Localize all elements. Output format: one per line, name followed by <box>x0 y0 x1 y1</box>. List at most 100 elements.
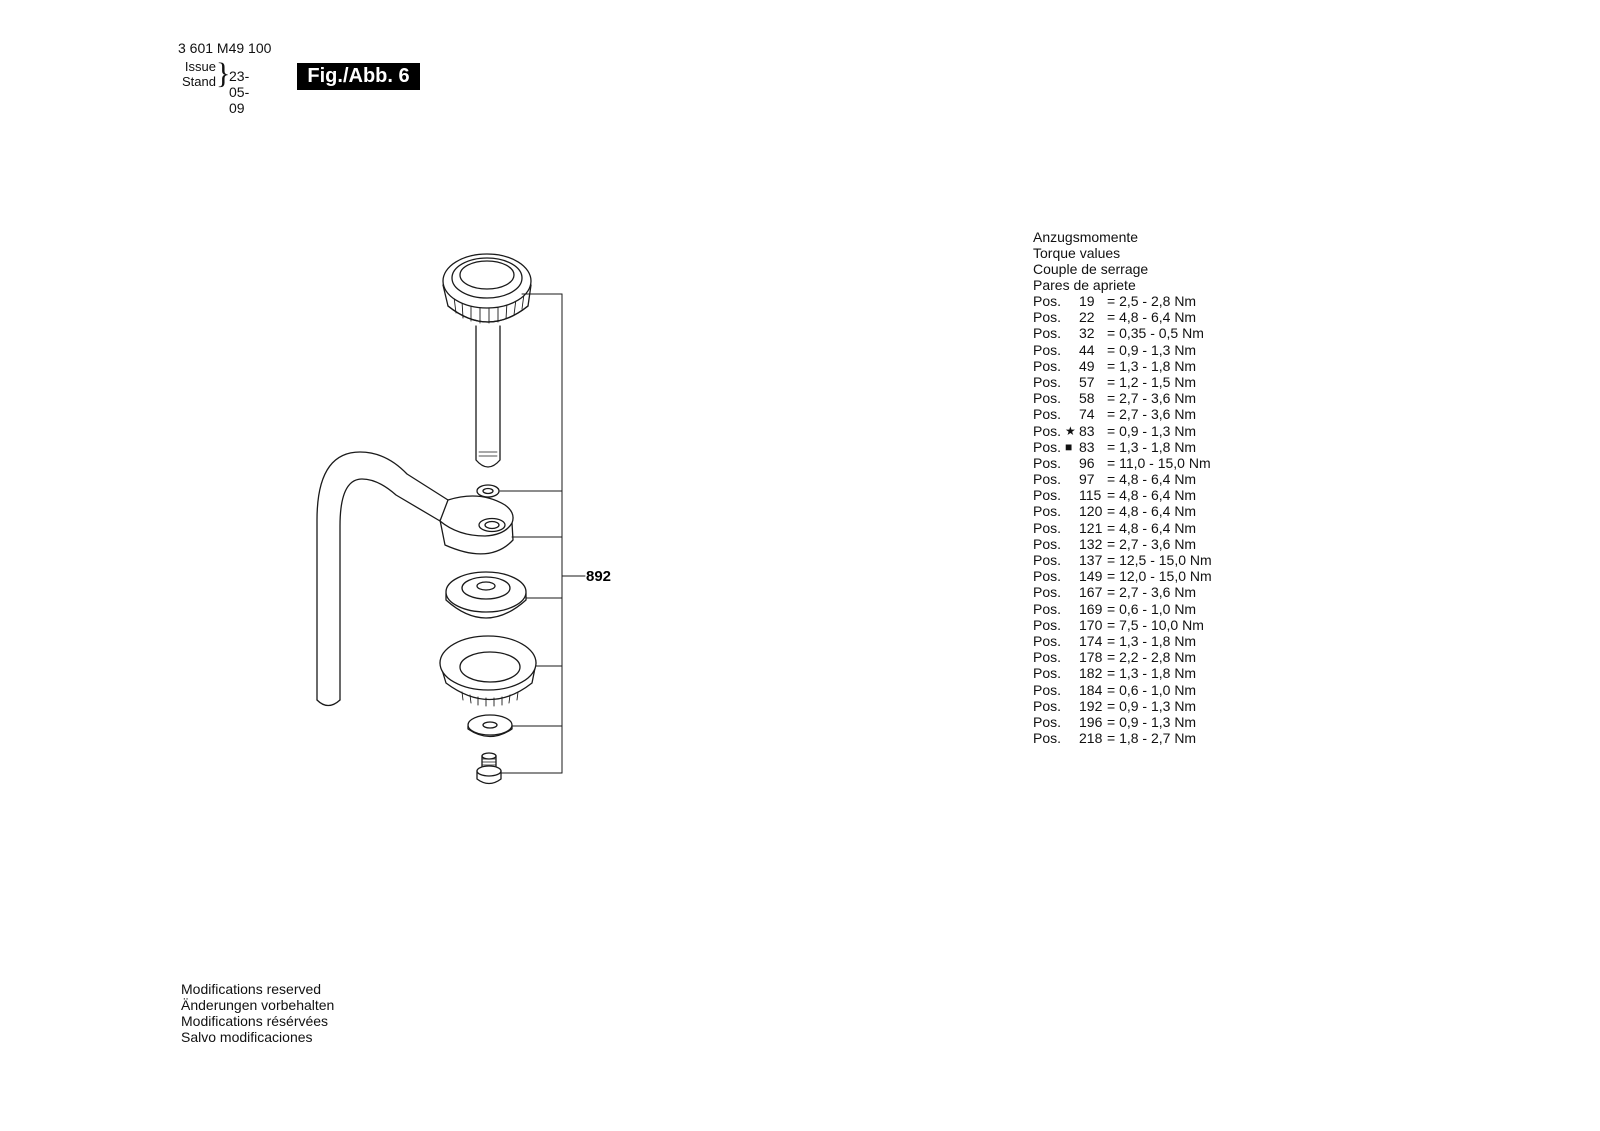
torque-value: = 0,9 - 1,3 Nm <box>1107 422 1197 439</box>
torque-position-number: 178 <box>1079 649 1103 666</box>
torque-position-number: 121 <box>1079 519 1103 536</box>
torque-row: Pos.174= 1,3 - 1,8 Nm <box>1033 632 1196 649</box>
modifications-line: Modifications reserved <box>181 981 322 997</box>
torque-value: = 0,9 - 1,3 Nm <box>1107 341 1197 358</box>
torque-pos-label: Pos. <box>1033 454 1062 471</box>
torque-position-number: 44 <box>1079 341 1095 358</box>
torque-pos-label: Pos. <box>1033 373 1062 390</box>
torque-value: = 4,8 - 6,4 Nm <box>1107 471 1197 488</box>
knurled-ring <box>439 635 537 707</box>
torque-position-number: 182 <box>1079 665 1103 682</box>
torque-position-number: 49 <box>1079 357 1095 374</box>
torque-position-number: 58 <box>1079 390 1095 407</box>
torque-row: Pos.178= 2,2 - 2,8 Nm <box>1033 649 1196 666</box>
torque-position-number: 184 <box>1079 681 1103 698</box>
torque-pos-label: Pos. <box>1033 632 1062 649</box>
issue-date: 23-05-09 <box>229 68 250 116</box>
large-washer <box>445 571 527 619</box>
torque-row: Pos.49= 1,3 - 1,8 Nm <box>1033 357 1196 374</box>
torque-position-number: 137 <box>1079 552 1103 568</box>
torque-position-number: 170 <box>1079 616 1103 633</box>
flat-washer <box>467 714 513 738</box>
torque-row: Pos. 74 = 2,7 - 3,6 Nm <box>1033 406 1196 423</box>
torque-position-number: 192 <box>1079 697 1103 714</box>
torque-value: = 0,9 - 1,3 Nm <box>1107 697 1197 714</box>
torque-pos-label: Pos. <box>1033 665 1062 682</box>
torque-row: Pos.32= 0,35 - 0,5 Nm <box>1033 325 1204 342</box>
modifications-line: Modifications résérvées <box>181 1013 329 1029</box>
torque-pos-label: Pos. <box>1033 730 1062 747</box>
torque-row: Pos.196= 0,9 - 1,3 Nm <box>1033 713 1196 730</box>
torque-position-number: 97 <box>1079 471 1095 488</box>
torque-heading-fr: Couple de serrage <box>1033 261 1149 277</box>
torque-value: = 2,7 - 3,6 Nm <box>1107 584 1197 601</box>
torque-position-number: 96 <box>1079 454 1095 471</box>
torque-value: = 4,8 - 6,4 Nm <box>1107 503 1197 520</box>
torque-position-number: 74 <box>1079 406 1095 423</box>
torque-pos-label: Pos. <box>1033 713 1062 730</box>
torque-position-number: 22 <box>1079 309 1095 326</box>
torque-row: Pos.184= 0,6 - 1,0 Nm <box>1033 681 1196 698</box>
torque-pos-label: Pos. <box>1033 357 1062 374</box>
torque-pos-label: Pos. <box>1033 341 1062 358</box>
torque-pos-label: Pos. <box>1033 406 1062 423</box>
stand-label: Stand <box>182 74 216 89</box>
torque-value: = 4,8 - 6,4 Nm <box>1107 487 1197 504</box>
issue-labels: Issue Stand <box>178 59 216 89</box>
torque-pos-label: Pos. <box>1033 309 1062 326</box>
modifications-line: Salvo modificaciones <box>181 1029 313 1045</box>
torque-row: Pos. 170= 7,5 - 10,0 Nm <box>1033 616 1204 633</box>
screw <box>476 752 502 785</box>
torque-value: = 7,5 - 10,0 Nm <box>1107 616 1204 633</box>
torque-row: Pos.182= 1,3 - 1,8 Nm <box>1033 665 1196 682</box>
torque-pos-label: Pos. <box>1033 697 1062 714</box>
torque-pos-label: Pos. <box>1033 600 1062 617</box>
torque-row: Pos. 97 = 4,8 - 6,4 Nm <box>1033 471 1196 488</box>
torque-pos-label: Pos. <box>1033 293 1062 309</box>
torque-row: Pos. 169= 0,6 - 1,0 Nm <box>1033 600 1196 617</box>
brace-icon: } <box>216 57 231 90</box>
torque-row: Pos.19= 2,5 - 2,8 Nm <box>1033 293 1196 309</box>
torque-value: = 0,6 - 1,0 Nm <box>1107 600 1197 617</box>
torque-value: = 12,0 - 15,0 Nm <box>1107 568 1212 585</box>
torque-value: = 0,9 - 1,3 Nm <box>1107 713 1197 730</box>
issue-label: Issue <box>184 59 216 74</box>
torque-position-number: 218 <box>1079 730 1103 747</box>
torque-heading-es: Pares de apriete <box>1033 277 1136 293</box>
part-number: 3 601 M49 100 <box>178 40 272 56</box>
torque-value: = 12,5 - 15,0 Nm <box>1107 552 1212 568</box>
torque-heading-en: Torque values <box>1033 245 1121 261</box>
torque-pos-label: Pos. <box>1033 390 1062 407</box>
torque-value: = 1,2 - 1,5 Nm <box>1107 373 1197 390</box>
torque-value: = 2,7 - 3,6 Nm <box>1107 406 1197 423</box>
torque-value: = 1,3 - 1,8 Nm <box>1107 632 1197 649</box>
torque-pos-label: Pos. <box>1033 471 1062 488</box>
torque-pos-label: Pos. <box>1033 584 1062 601</box>
torque-pos-label: Pos. <box>1033 503 1062 520</box>
modifications-line: Änderungen vorbehalten <box>181 997 335 1013</box>
bent-rod <box>316 451 514 707</box>
torque-pos-label: Pos. <box>1033 681 1062 698</box>
torque-position-number: 167 <box>1079 584 1103 601</box>
torque-row: Pos.121= 4,8 - 6,4 Nm <box>1033 519 1196 536</box>
torque-row: Pos.115= 4,8 - 6,4 Nm <box>1033 487 1196 503</box>
torque-position-number: 169 <box>1079 600 1103 617</box>
torque-position-number: 132 <box>1079 535 1103 552</box>
torque-row: Pos.■83= 1,3 - 1,8 Nm <box>1033 438 1196 455</box>
torque-value: = 1,3 - 1,8 Nm <box>1107 438 1197 455</box>
torque-values: Anzugsmomente Torque values Couple de se… <box>1033 229 1212 747</box>
torque-value: = 1,8 - 2,7 Nm <box>1107 730 1197 747</box>
small-washer <box>476 484 500 498</box>
torque-value: = 4,8 - 6,4 Nm <box>1107 309 1197 326</box>
torque-pos-label: Pos. <box>1033 568 1062 585</box>
torque-position-number: 83 <box>1079 422 1095 439</box>
torque-row: Pos. 120= 4,8 - 6,4 Nm <box>1033 503 1196 520</box>
torque-position-number: 120 <box>1079 503 1103 520</box>
torque-pos-label: Pos. <box>1033 325 1062 342</box>
torque-row: Pos. 44 = 0,9 - 1,3 Nm <box>1033 341 1196 358</box>
torque-position-number: 19 <box>1079 293 1095 309</box>
torque-position-number: 83 <box>1079 438 1095 455</box>
torque-pos-label: Pos. <box>1033 616 1062 633</box>
torque-position-number: 57 <box>1079 373 1095 390</box>
